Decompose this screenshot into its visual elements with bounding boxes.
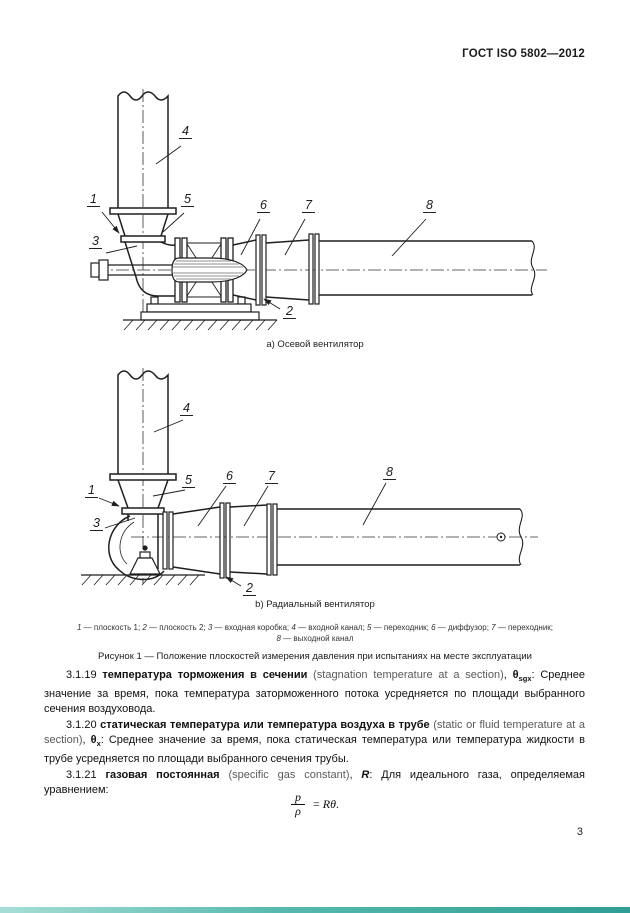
leader-lines <box>98 419 387 587</box>
caption-axial-fan: а) Осевой вентилятор <box>266 339 364 350</box>
callout-inlet-duct: 4 <box>179 125 192 139</box>
gas-constant-equation: p ρ = Rθ. <box>0 791 630 818</box>
para-3-1-21: 3.1.21 газовая постоянная (specific gas … <box>44 768 586 797</box>
ground-hatching <box>81 574 205 586</box>
diffuser-and-transition <box>162 502 278 579</box>
inlet-box <box>124 241 176 297</box>
figure-title: Рисунок 1 — Положение плоскостей измерен… <box>98 651 532 662</box>
diffuser-and-transition <box>232 233 320 306</box>
leader-lines <box>101 145 427 310</box>
callout-outlet-duct: 8 <box>383 466 396 480</box>
fraction-numerator: p <box>294 790 301 804</box>
callout-adapter-5: 5 <box>181 193 194 207</box>
callout-inlet-box: 3 <box>89 235 102 249</box>
ground-hatching <box>123 319 278 331</box>
motor-fairing <box>171 257 248 283</box>
callout-plane-1: 1 <box>87 193 100 207</box>
callout-inlet-box: 3 <box>90 517 103 531</box>
callout-adapter-7: 7 <box>265 470 278 484</box>
axial-fan-drawing <box>90 89 547 331</box>
motor-shaft <box>90 259 172 281</box>
figure-legend-line-2: 8 — выходной канал <box>276 634 354 643</box>
bottom-color-bar <box>0 907 630 913</box>
callout-outlet-duct: 8 <box>423 199 436 213</box>
callout-adapter-5: 5 <box>182 474 195 488</box>
inlet-duct <box>109 91 177 243</box>
caption-radial-fan: b) Радиальный вентилятор <box>255 599 375 610</box>
figure-1-diagram-axial-fan: 1 2 3 4 5 6 7 8 <box>35 83 595 355</box>
callout-diffuser: 6 <box>223 470 236 484</box>
fraction-p-over-rho: p ρ <box>290 790 305 818</box>
callout-plane-2: 2 <box>283 305 296 319</box>
page-number: 3 <box>576 826 583 838</box>
callout-inlet-duct: 4 <box>180 402 193 416</box>
mounting-base <box>140 296 260 321</box>
body-text: 3.1.19 температура торможения в сечении … <box>44 668 585 799</box>
callout-plane-2: 2 <box>243 582 256 596</box>
para-3-1-19: 3.1.19 температура торможения в сечении … <box>44 669 585 716</box>
callout-plane-1: 1 <box>85 484 98 498</box>
radial-fan-drawing <box>81 368 538 587</box>
fraction-denominator: ρ <box>290 804 305 818</box>
callout-diffuser: 6 <box>257 199 270 213</box>
figure-1-diagram-radial-fan: 1 2 3 4 5 6 7 8 <box>35 362 595 617</box>
volute-scroll <box>108 515 165 581</box>
callout-adapter-7: 7 <box>302 199 315 213</box>
pedestal <box>129 551 161 575</box>
document-code: ГОСТ ISO 5802—2012 <box>462 48 585 60</box>
para-3-1-20: 3.1.20 статическая температура или темпе… <box>44 718 586 765</box>
equation-rhs: = Rθ. <box>312 797 339 811</box>
outlet-duct <box>277 508 524 566</box>
figure-legend-line-1: 1 — плоскость 1; 2 — плоскость 2; 3 — вх… <box>76 623 554 632</box>
center-lines <box>95 89 547 313</box>
outlet-duct <box>319 240 536 296</box>
